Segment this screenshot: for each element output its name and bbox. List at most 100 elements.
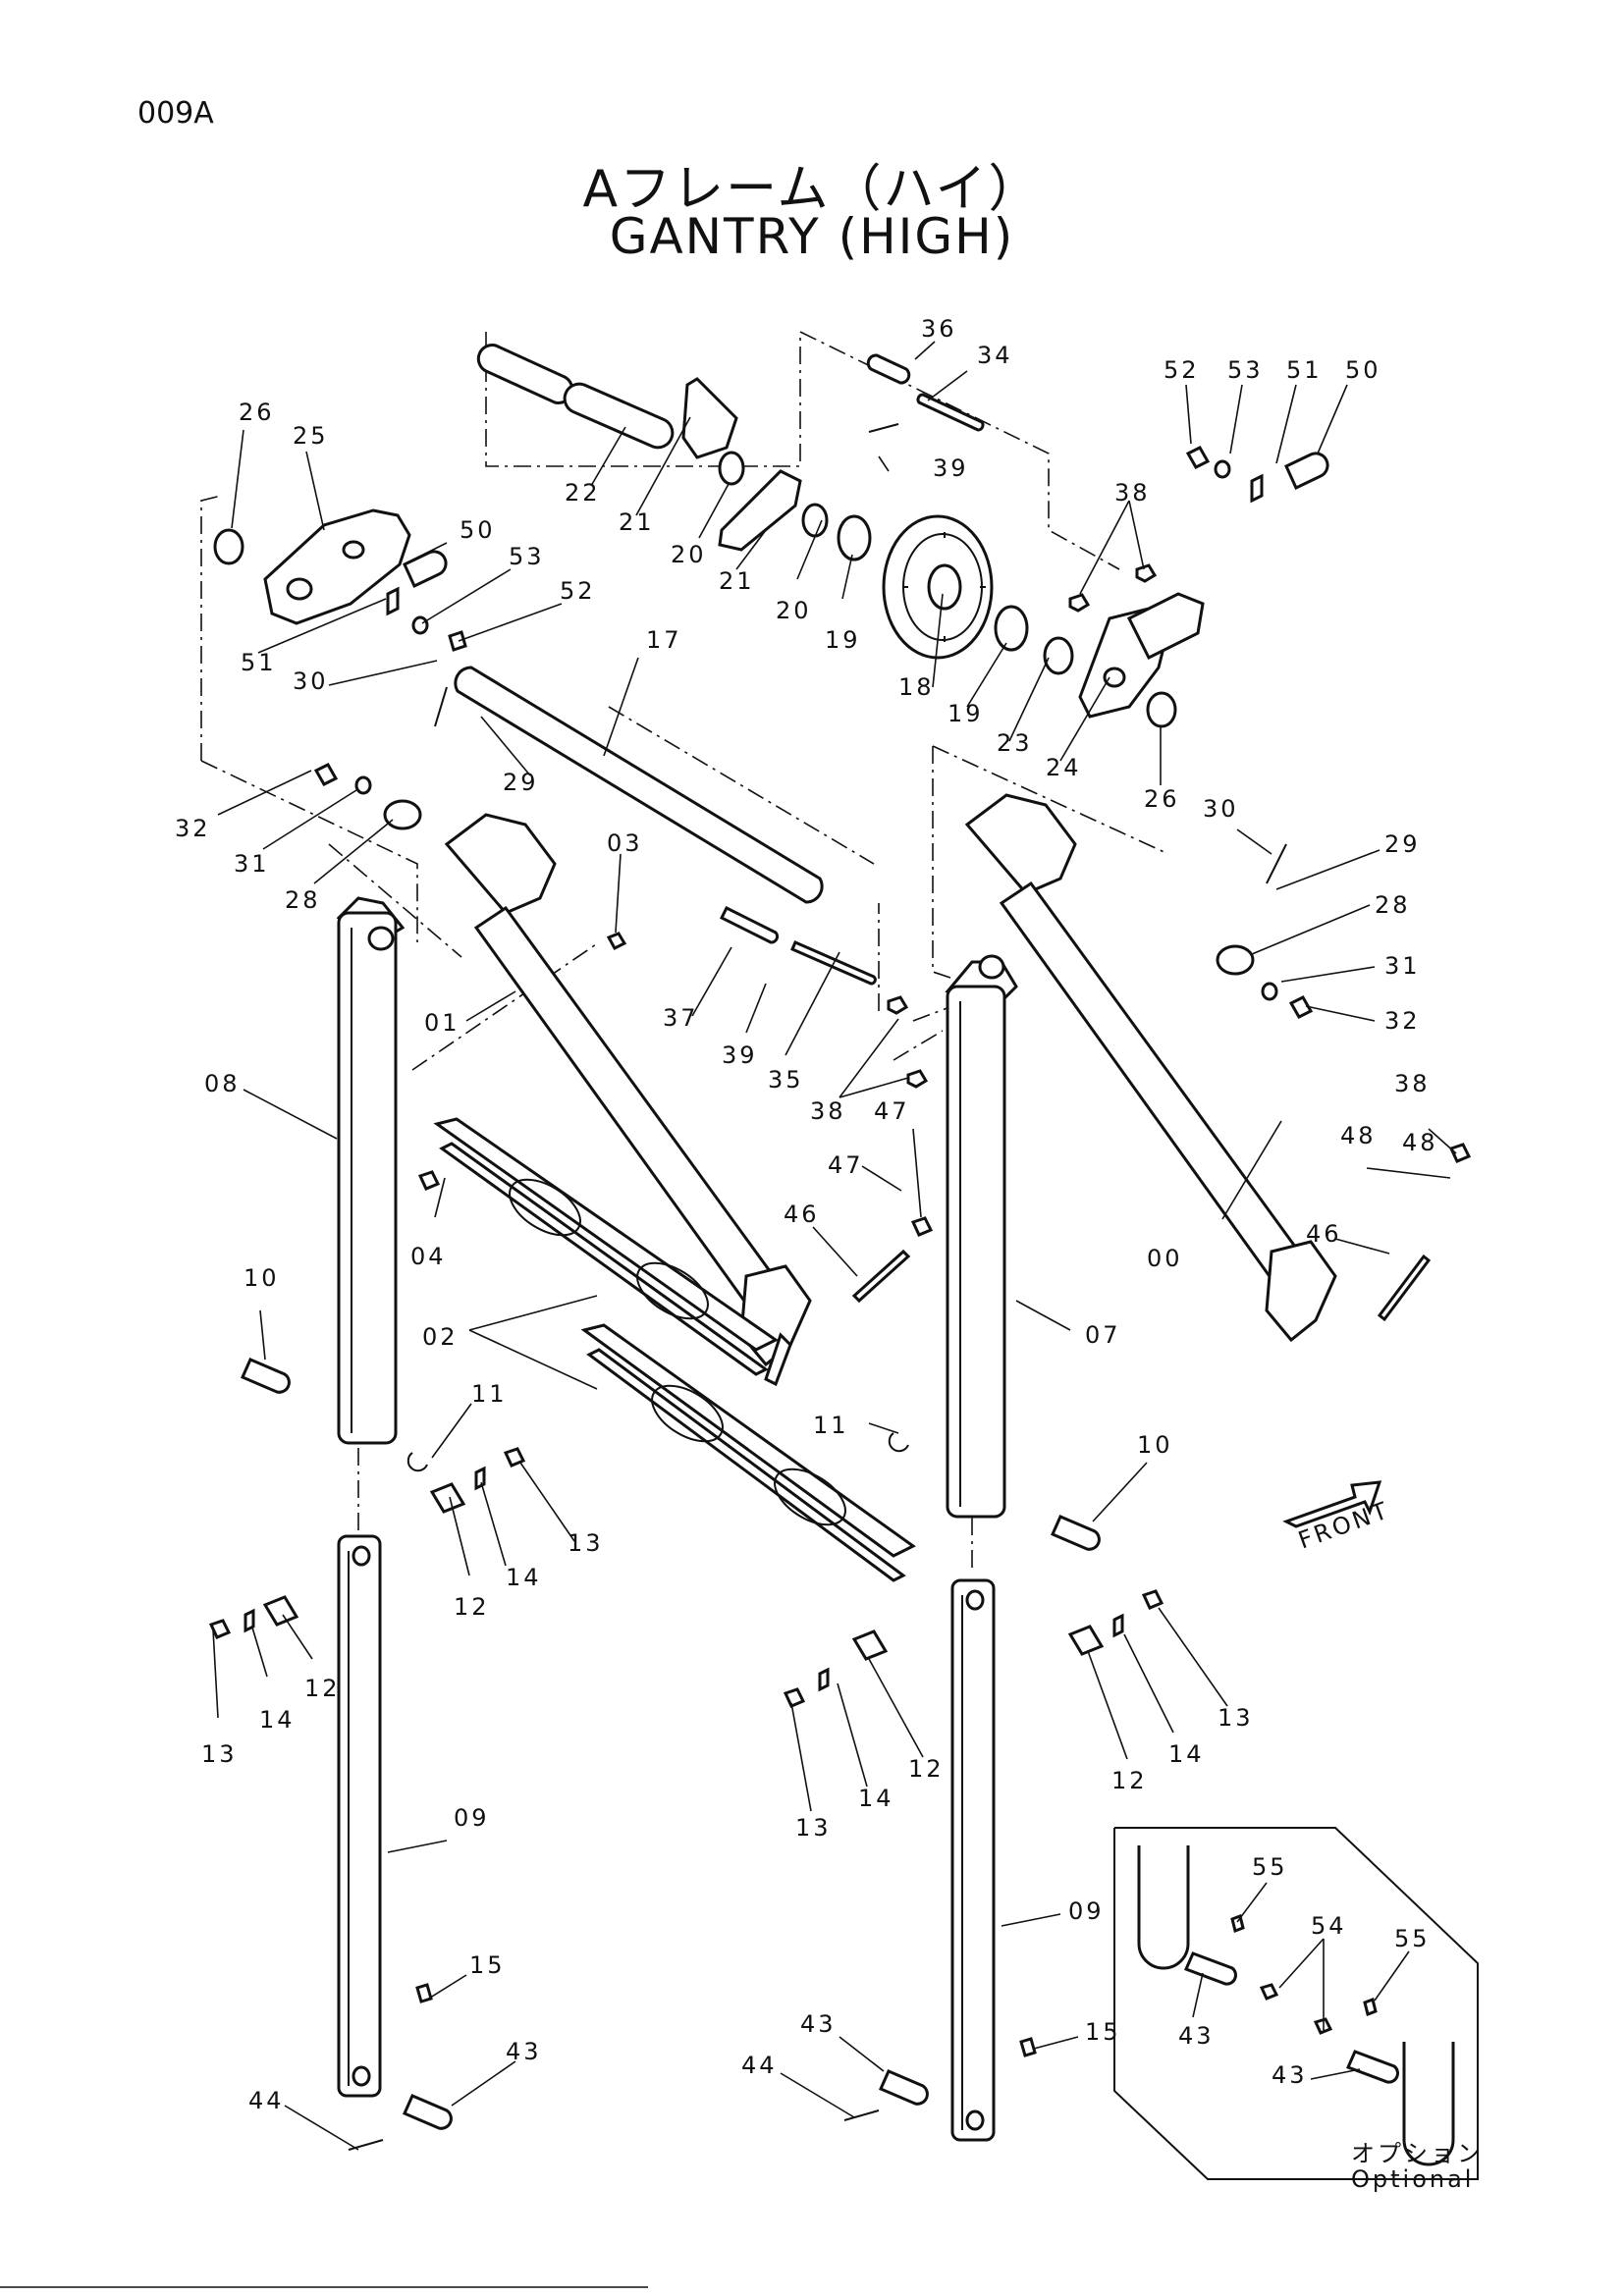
callout: 31	[1384, 952, 1421, 980]
callout: 19	[947, 700, 984, 727]
callout: 14	[1168, 1740, 1205, 1768]
callout: 13	[201, 1740, 238, 1768]
callout: 26	[1144, 785, 1180, 813]
callout: 12	[304, 1675, 341, 1702]
small-hardware	[208, 686, 1472, 2151]
optional-label-ja: オプション	[1351, 2140, 1484, 2167]
callout: 21	[719, 567, 755, 595]
page-title-japanese: Aフレーム（ハイ）	[582, 160, 1042, 219]
callout: 13	[1218, 1704, 1254, 1732]
callout: 51	[241, 649, 277, 676]
callout: 29	[503, 769, 539, 796]
callout: 46	[1306, 1220, 1342, 1248]
optional-label-en: Optional	[1351, 2165, 1474, 2193]
callout: 37	[663, 1004, 699, 1032]
post-08	[336, 896, 406, 1445]
callout: 03	[607, 829, 643, 857]
callout: 28	[285, 886, 321, 914]
callout: 14	[259, 1706, 296, 1734]
brace-02-lower	[580, 1323, 916, 1582]
callout: 50	[460, 516, 496, 544]
callout: 38	[1394, 1070, 1431, 1097]
callout: 46	[784, 1201, 820, 1228]
callout: 53	[1227, 356, 1264, 384]
optional-inset-box: オプション Optional	[1113, 1827, 1484, 2193]
page-title-english: GANTRY (HIGH)	[609, 208, 1015, 265]
callout: 43	[1272, 2061, 1308, 2089]
strut-01	[444, 813, 812, 1387]
top-shaft-group	[213, 344, 1329, 728]
page-code: 009A	[137, 96, 214, 131]
callout: 19	[825, 626, 861, 654]
callout: 55	[1394, 1925, 1431, 1952]
callout: 36	[921, 315, 957, 343]
callout: 02	[422, 1323, 459, 1351]
callout: 15	[469, 1951, 506, 1979]
callout: 44	[248, 2087, 285, 2114]
callout: 10	[244, 1264, 280, 1292]
callout: 55	[1252, 1853, 1288, 1881]
callout: 14	[506, 1564, 542, 1591]
callout: 48	[1340, 1122, 1377, 1149]
callout: 09	[1068, 1897, 1105, 1925]
bracket-25	[263, 508, 411, 625]
callout: 17	[646, 626, 682, 654]
callout: 23	[997, 729, 1033, 757]
callout: 30	[293, 667, 329, 695]
sheave-18	[882, 514, 994, 660]
callout: 47	[828, 1151, 864, 1179]
callout: 15	[1085, 2018, 1121, 2046]
callout: 12	[1111, 1767, 1148, 1794]
callout: 50	[1345, 356, 1381, 384]
callout: 52	[1164, 356, 1200, 384]
callout: 43	[800, 2010, 837, 2038]
link-09-left	[337, 1534, 382, 2098]
callout: 29	[1384, 830, 1421, 858]
callout: 28	[1375, 891, 1411, 919]
callout: 12	[908, 1755, 945, 1783]
callout: 43	[1178, 2022, 1215, 2050]
callout: 32	[1384, 1007, 1421, 1035]
callout: 25	[293, 422, 329, 450]
callout: 39	[933, 454, 969, 482]
strut-00	[964, 793, 1337, 1343]
callout: 31	[234, 850, 270, 878]
callout: 21	[619, 508, 655, 536]
callout-labels: 26 25 22 36 34 52 53 51 50 21 39 20 21 2…	[175, 315, 1438, 2114]
callout: 01	[424, 1009, 460, 1037]
callout: 04	[410, 1243, 447, 1270]
post-07	[945, 954, 1018, 1519]
callout: 39	[722, 1041, 758, 1069]
leader-lines	[212, 341, 1457, 2151]
callout: 13	[568, 1529, 604, 1557]
callout: 38	[810, 1097, 846, 1125]
callout: 11	[471, 1380, 508, 1408]
callout: 18	[898, 673, 935, 701]
callout: 53	[509, 543, 545, 570]
callout: 00	[1147, 1245, 1183, 1272]
callout: 51	[1286, 356, 1323, 384]
callout: 08	[204, 1070, 241, 1097]
callout: 09	[454, 1804, 490, 1832]
cross-shaft-17	[454, 666, 824, 904]
callout: 52	[560, 577, 596, 605]
callout: 35	[768, 1066, 804, 1094]
callout: 30	[1203, 795, 1239, 823]
callout: 38	[1114, 479, 1151, 507]
callout: 26	[239, 399, 275, 426]
callout: 44	[741, 2052, 778, 2079]
callout: 48	[1402, 1129, 1438, 1156]
callout: 34	[977, 342, 1013, 369]
callout: 13	[795, 1814, 832, 1842]
callout: 12	[454, 1593, 490, 1621]
callout: 20	[776, 597, 812, 624]
brace-02-upper	[433, 1117, 779, 1376]
callout: 10	[1137, 1431, 1173, 1459]
bracket-24	[1078, 592, 1205, 719]
link-09-right	[950, 1578, 996, 2142]
callout: 54	[1311, 1912, 1347, 1940]
front-direction-marker: FRONT	[1282, 1480, 1393, 1554]
callout: 47	[874, 1097, 910, 1125]
callout: 20	[671, 541, 707, 568]
